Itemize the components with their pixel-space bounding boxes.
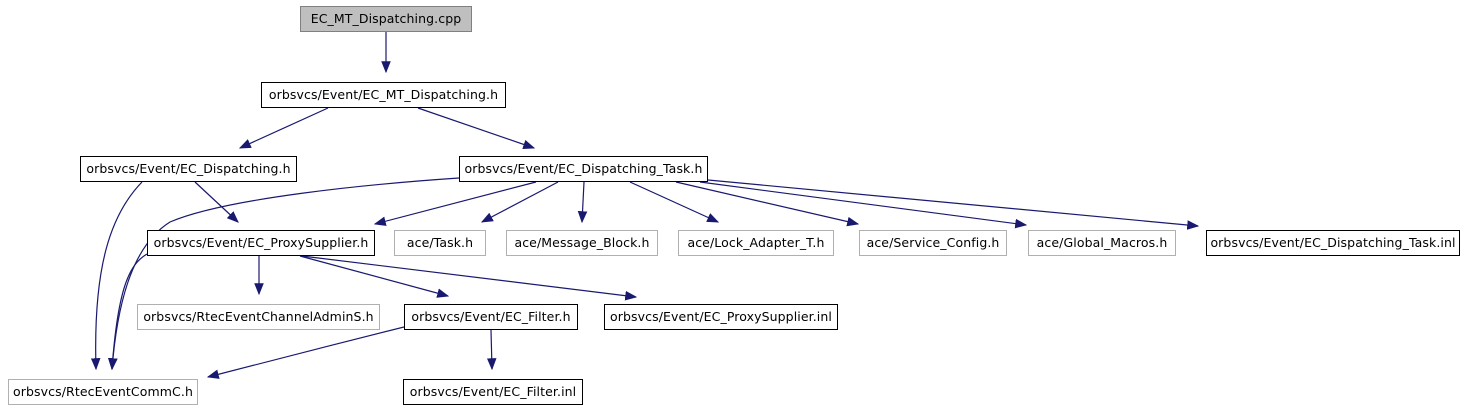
graph-node-n3[interactable]: orbsvcs/Event/EC_Dispatching_Task.h (459, 156, 708, 182)
graph-node-n6[interactable]: ace/Message_Block.h (506, 230, 658, 256)
graph-node-label: orbsvcs/RtecEventChannelAdminS.h (143, 308, 374, 324)
graph-node-label: ace/Service_Config.h (866, 234, 1000, 250)
graph-node-n8[interactable]: ace/Service_Config.h (859, 230, 1007, 256)
graph-edge-n3-to-n5 (480, 181, 559, 223)
graph-node-label: orbsvcs/Event/EC_Filter.h (411, 308, 571, 324)
graph-node-label: ace/Message_Block.h (514, 234, 650, 250)
graph-edge-n12-to-n15 (486, 329, 497, 371)
graph-edge-n1-to-n3 (417, 107, 536, 150)
graph-node-label: orbsvcs/Event/EC_Dispatching.h (86, 160, 291, 176)
graph-edge-n3-to-n14 (108, 177, 460, 371)
graph-node-n11[interactable]: orbsvcs/RtecEventChannelAdminS.h (137, 304, 380, 330)
graph-node-n15[interactable]: orbsvcs/Event/EC_Filter.inl (403, 379, 583, 405)
graph-edge-n3-to-n6 (577, 181, 588, 224)
graph-node-n4[interactable]: orbsvcs/Event/EC_ProxySupplier.h (147, 230, 375, 256)
graph-node-label: orbsvcs/Event/EC_ProxySupplier.h (153, 234, 369, 250)
graph-node-label: orbsvcs/Event/EC_Dispatching_Task.h (464, 160, 703, 176)
graph-node-n7[interactable]: ace/Lock_Adapter_T.h (678, 230, 834, 256)
graph-node-label: orbsvcs/RtecEventCommC.h (13, 383, 193, 399)
graph-edge-n3-to-n8 (675, 181, 860, 227)
graph-node-label: orbsvcs/Event/EC_Dispatching_Task.inl (1210, 234, 1456, 250)
graph-edge-n1-to-n2 (238, 107, 329, 149)
graph-edge-n4-to-n12 (299, 255, 450, 298)
graph-edge-n12-to-n14 (206, 326, 405, 379)
graph-node-label: orbsvcs/Event/EC_MT_Dispatching.h (268, 86, 499, 102)
graph-node-n13[interactable]: orbsvcs/Event/EC_ProxySupplier.inl (604, 304, 838, 330)
graph-node-label: orbsvcs/Event/EC_Filter.inl (409, 383, 577, 399)
graph-edge-n4-to-n13 (301, 255, 638, 301)
graph-edge-n3-to-n10 (707, 179, 1200, 230)
graph-node-n14[interactable]: orbsvcs/RtecEventCommC.h (8, 379, 198, 405)
graph-node-label: ace/Global_Macros.h (1036, 234, 1168, 250)
graph-node-label: ace/Lock_Adapter_T.h (687, 234, 825, 250)
graph-node-n2[interactable]: orbsvcs/Event/EC_Dispatching.h (80, 156, 297, 182)
graph-node-n9[interactable]: ace/Global_Macros.h (1028, 230, 1176, 256)
graph-node-n12[interactable]: orbsvcs/Event/EC_Filter.h (404, 304, 578, 330)
graph-node-label: ace/Task.h (406, 234, 474, 250)
graph-node-label: orbsvcs/Event/EC_ProxySupplier.inl (610, 308, 832, 324)
graph-edge-n2-to-n14 (90, 181, 143, 371)
graph-node-n1[interactable]: orbsvcs/Event/EC_MT_Dispatching.h (261, 82, 506, 108)
graph-edge-n3-to-n7 (629, 181, 720, 223)
graph-node-n5[interactable]: ace/Task.h (394, 230, 486, 256)
graph-edge-n2-to-n4 (194, 181, 239, 223)
graph-node-label: EC_MT_Dispatching.cpp (310, 10, 462, 26)
graph-node-n10[interactable]: orbsvcs/Event/EC_Dispatching_Task.inl (1206, 230, 1460, 256)
graph-edge-n3-to-n4 (373, 181, 537, 226)
graph-edge-n3-to-n9 (699, 181, 1028, 229)
graph-node-n0[interactable]: EC_MT_Dispatching.cpp (300, 6, 472, 32)
